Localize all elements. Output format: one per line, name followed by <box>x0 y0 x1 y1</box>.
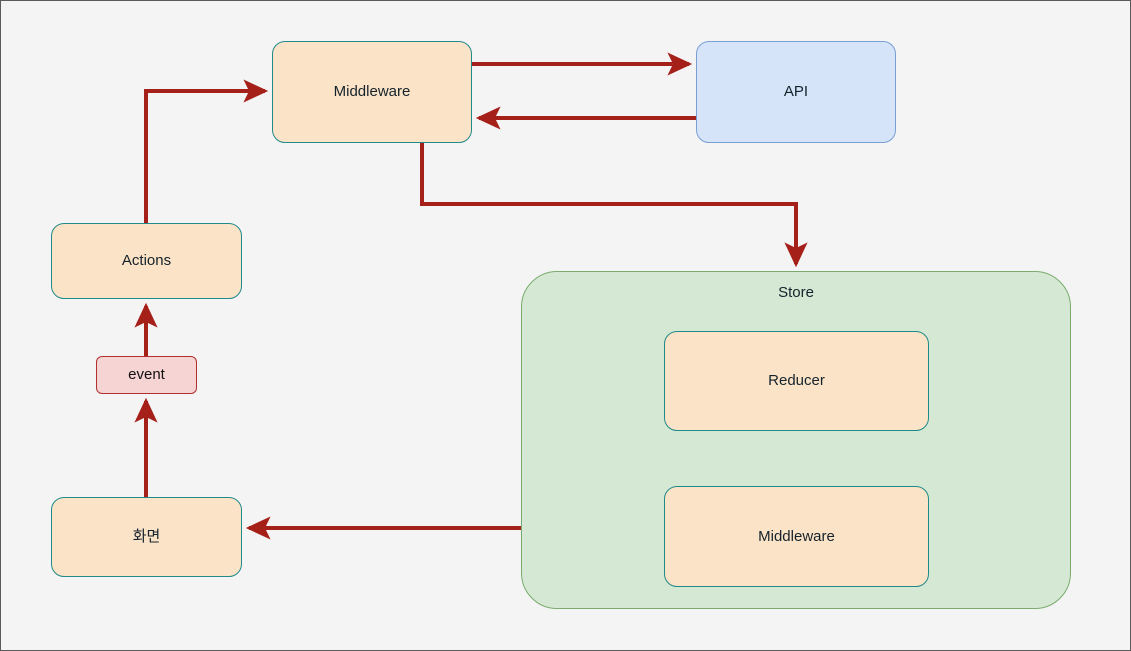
node-actions[interactable]: Actions <box>51 223 242 299</box>
edge-actions-to-middleware <box>144 79 269 223</box>
node-screen-label: 화면 <box>132 528 161 545</box>
node-middleware-top[interactable]: Middleware <box>272 41 472 143</box>
node-middleware-top-label: Middleware <box>333 83 411 100</box>
node-api-label: API <box>783 83 809 100</box>
group-store-label: Store <box>778 284 814 301</box>
node-reducer-label: Reducer <box>768 372 825 389</box>
node-screen[interactable]: 화면 <box>51 497 242 577</box>
node-event-label: event <box>128 366 165 383</box>
node-api[interactable]: API <box>696 41 896 143</box>
node-actions-label: Actions <box>121 252 172 269</box>
edge-middleware-to-store <box>420 143 808 268</box>
node-reducer[interactable]: Reducer <box>664 331 929 431</box>
node-middleware-store[interactable]: Middleware <box>664 486 929 587</box>
node-middleware-store-label: Middleware <box>758 527 835 545</box>
node-event[interactable]: event <box>96 356 197 394</box>
